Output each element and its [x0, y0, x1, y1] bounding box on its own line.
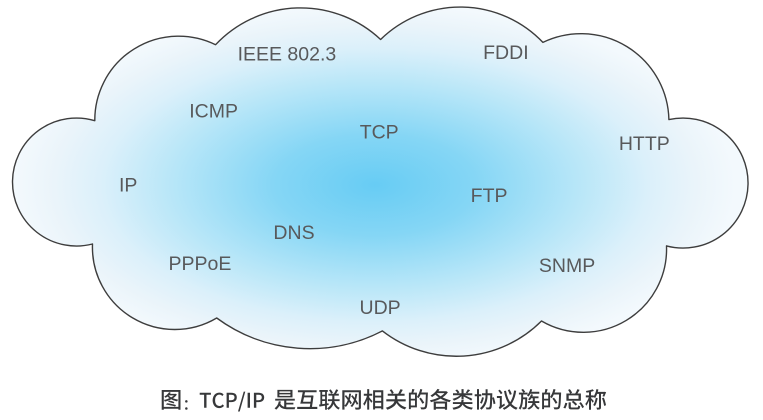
- svg-text:PPPoE: PPPoE: [168, 253, 231, 275]
- svg-text:IP: IP: [119, 174, 137, 196]
- svg-text:SNMP: SNMP: [539, 255, 595, 277]
- svg-text:DNS: DNS: [273, 222, 314, 244]
- svg-text:ICMP: ICMP: [189, 101, 238, 123]
- svg-text:UDP: UDP: [360, 297, 401, 319]
- svg-text:HTTP: HTTP: [619, 133, 670, 155]
- svg-text:TCP: TCP: [360, 122, 399, 144]
- svg-text:FTP: FTP: [471, 185, 508, 207]
- svg-text:FDDI: FDDI: [483, 42, 529, 64]
- svg-text:IEEE 802.3: IEEE 802.3: [238, 44, 337, 66]
